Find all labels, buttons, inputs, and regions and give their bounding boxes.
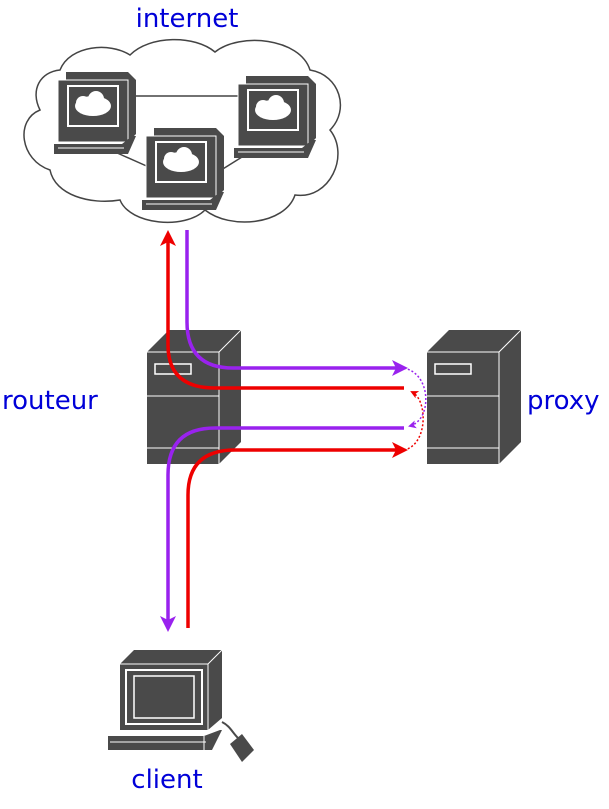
proxy-label: proxy xyxy=(527,386,600,416)
response-proxy-to-client-arrow xyxy=(160,426,404,632)
internet-label: internet xyxy=(136,4,239,34)
proxy-server-icon xyxy=(427,329,522,464)
client-computer-icon xyxy=(108,649,254,762)
proxy-purple-dotted-loop xyxy=(403,367,427,429)
router-label: routeur xyxy=(2,386,98,416)
internet-computer-right xyxy=(234,76,316,158)
response-internet-to-proxy-arrow xyxy=(185,230,408,376)
request-proxy-to-internet-arrow xyxy=(160,230,404,390)
request-client-to-proxy-arrow xyxy=(186,442,408,628)
internet-computer-center xyxy=(142,128,224,210)
client-label: client xyxy=(131,765,202,795)
internet-computer-left xyxy=(54,72,136,154)
proxy-red-dotted-loop xyxy=(403,391,424,451)
